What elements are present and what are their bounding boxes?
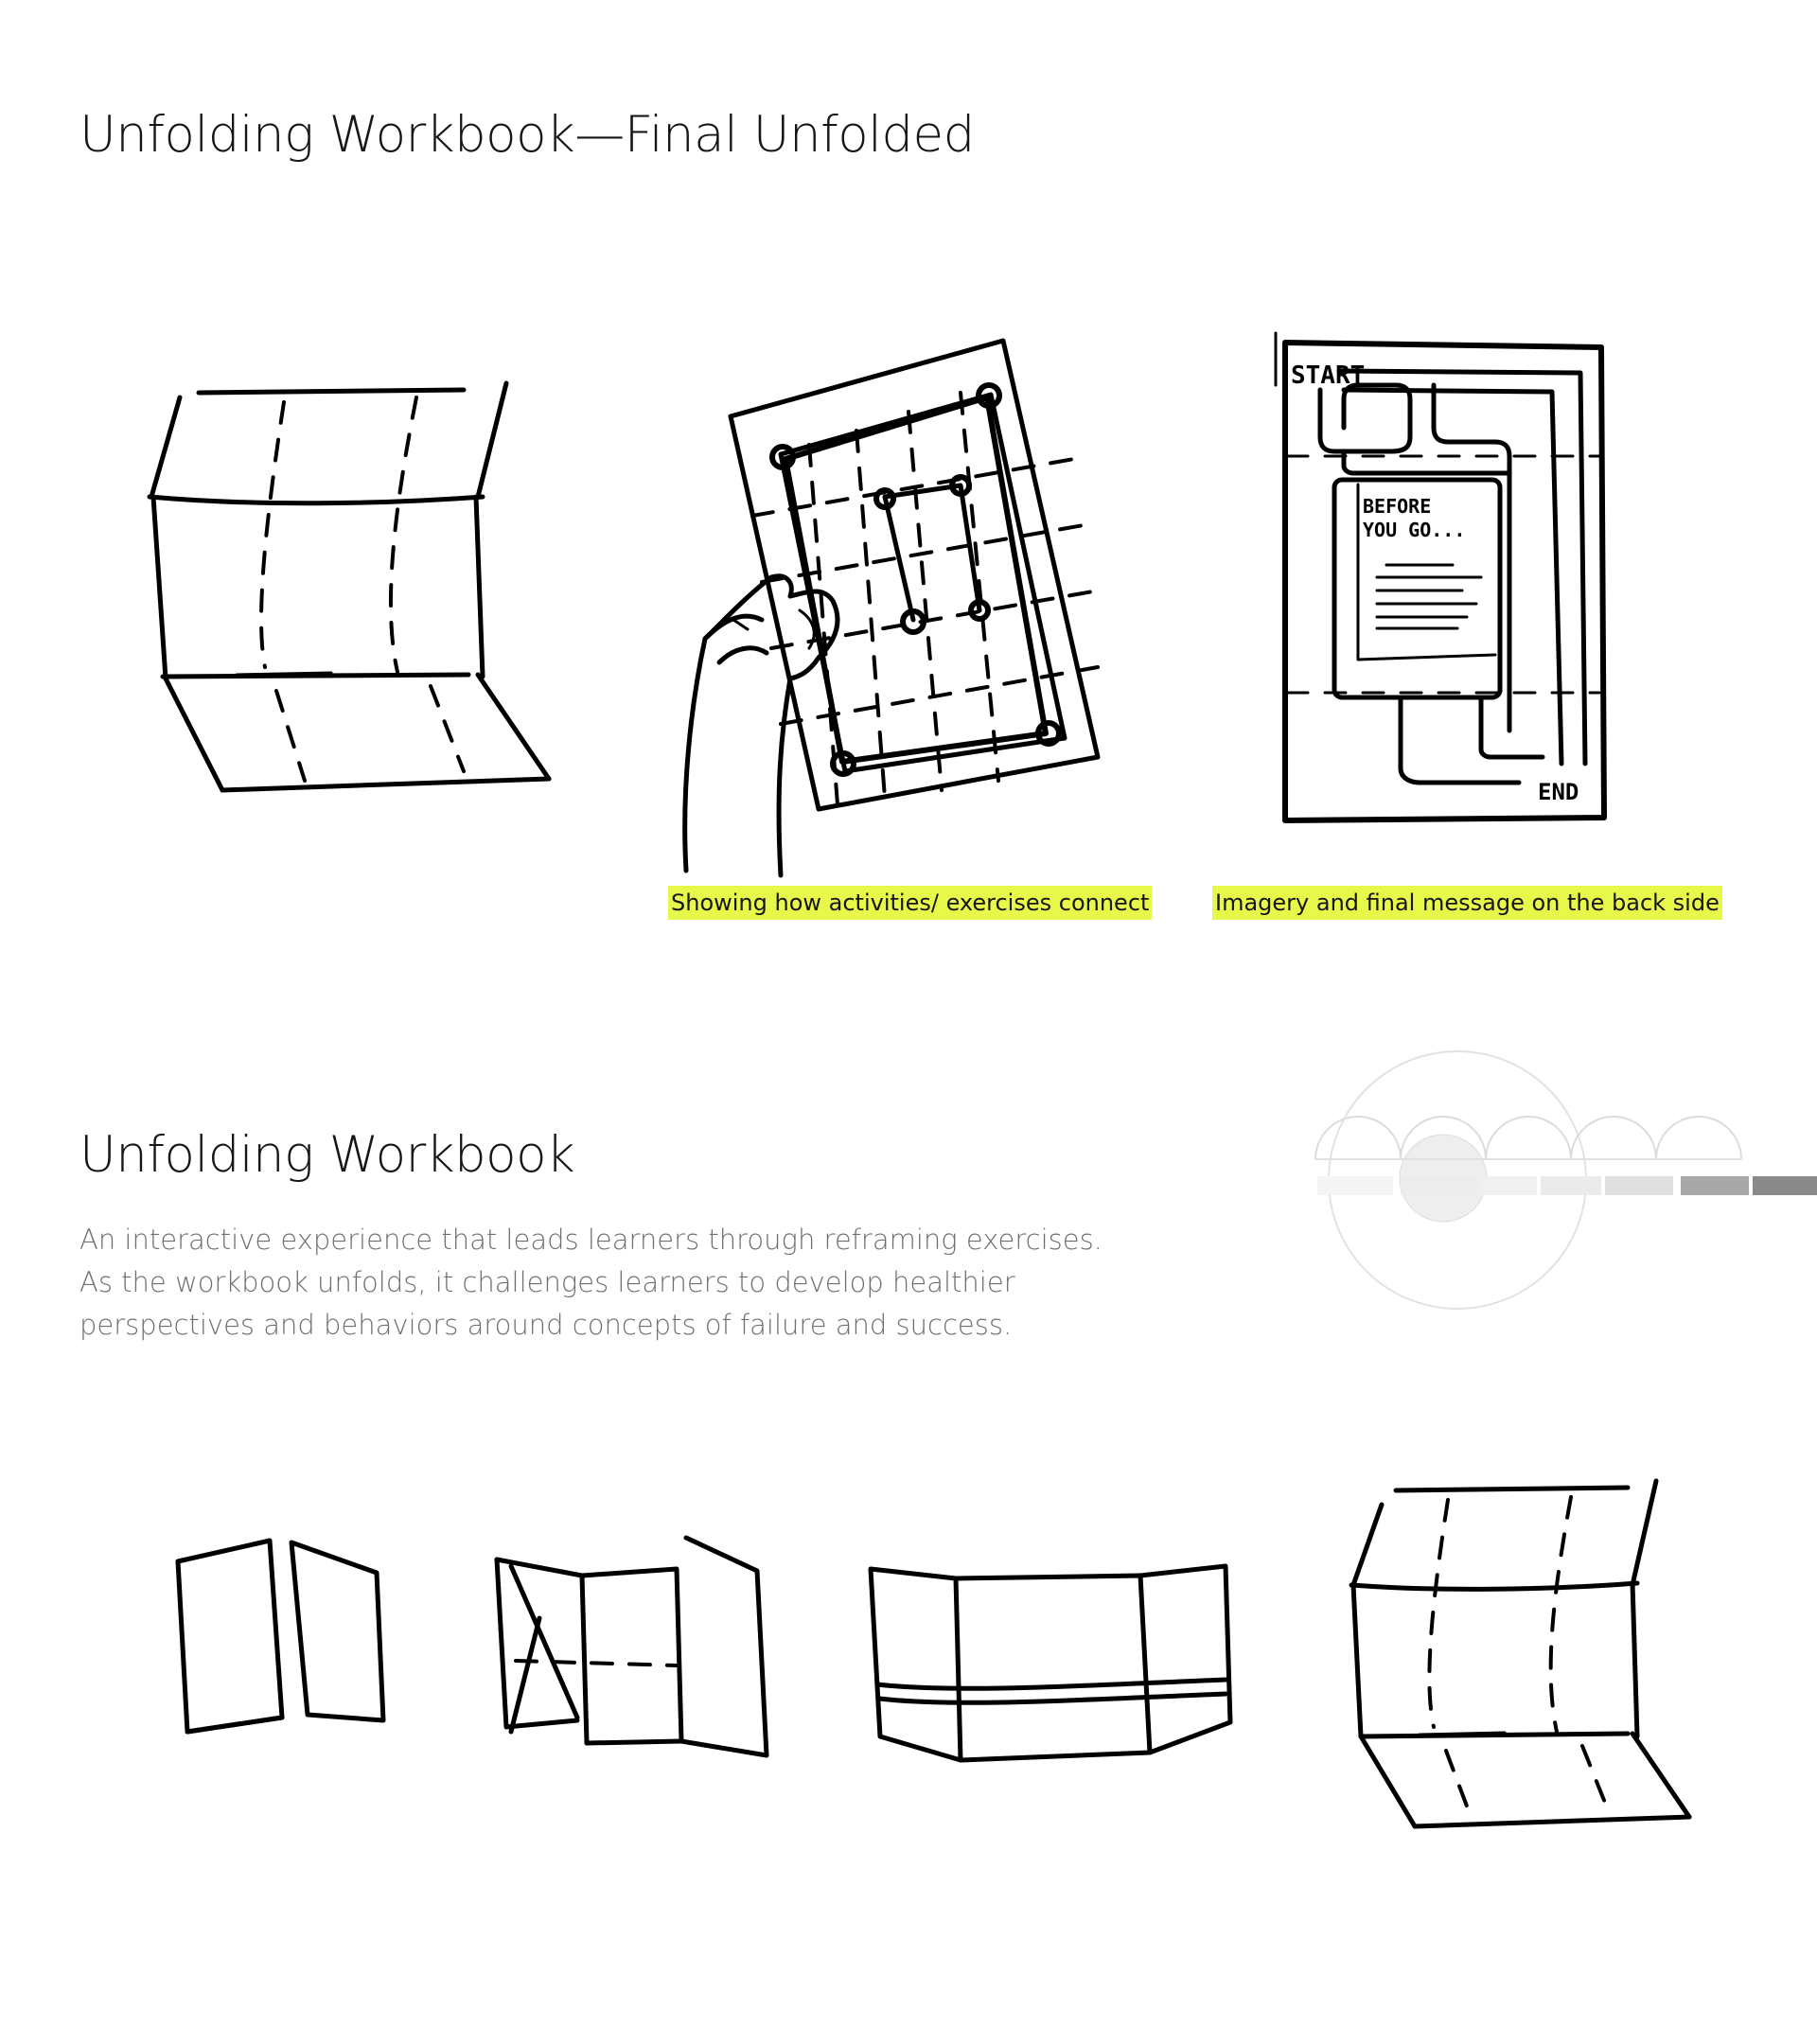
timeline-graphic (1306, 1041, 1817, 1315)
timeline-step-5 (1605, 1176, 1673, 1195)
sketch-back-side-path: START BEFORE YOU GO... END (1274, 331, 1607, 823)
sketch-unfold-step-2 (494, 1535, 769, 1758)
description-line-1: An interactive experience that leads lea… (79, 1224, 1103, 1256)
sketch-unfold-step-1 (175, 1538, 386, 1735)
sketch-unfold-step-3 (868, 1563, 1233, 1763)
workbook-description: An interactive experience that leads lea… (79, 1219, 1103, 1347)
section-title-final: Unfolding Workbook—Final Unfolded (79, 106, 975, 164)
sketch-unfold-step-4 (1349, 1478, 1692, 1829)
caption-activities-connect: Showing how activities/ exercises connec… (668, 886, 1153, 920)
end-label: END (1538, 779, 1579, 805)
timeline-step-7 (1753, 1176, 1817, 1195)
you-go-label: YOU GO... (1363, 519, 1465, 541)
description-line-3: perspectives and behaviors around concep… (79, 1309, 1013, 1341)
description-line-2: As the workbook unfolds, it challenges l… (79, 1266, 1015, 1298)
timeline-step-2 (1401, 1176, 1476, 1195)
timeline-step-3 (1480, 1176, 1537, 1195)
timeline-step-4 (1541, 1176, 1601, 1195)
timeline-step-6 (1681, 1176, 1749, 1195)
timeline-step-1 (1317, 1176, 1393, 1195)
before-label: BEFORE (1363, 495, 1431, 518)
caption-back-side: Imagery and final message on the back si… (1212, 886, 1722, 920)
sketch-hand-with-activity-map (682, 338, 1101, 878)
section-title-workbook: Unfolding Workbook (79, 1126, 575, 1184)
sketch-unfolded-workbook (147, 380, 552, 793)
